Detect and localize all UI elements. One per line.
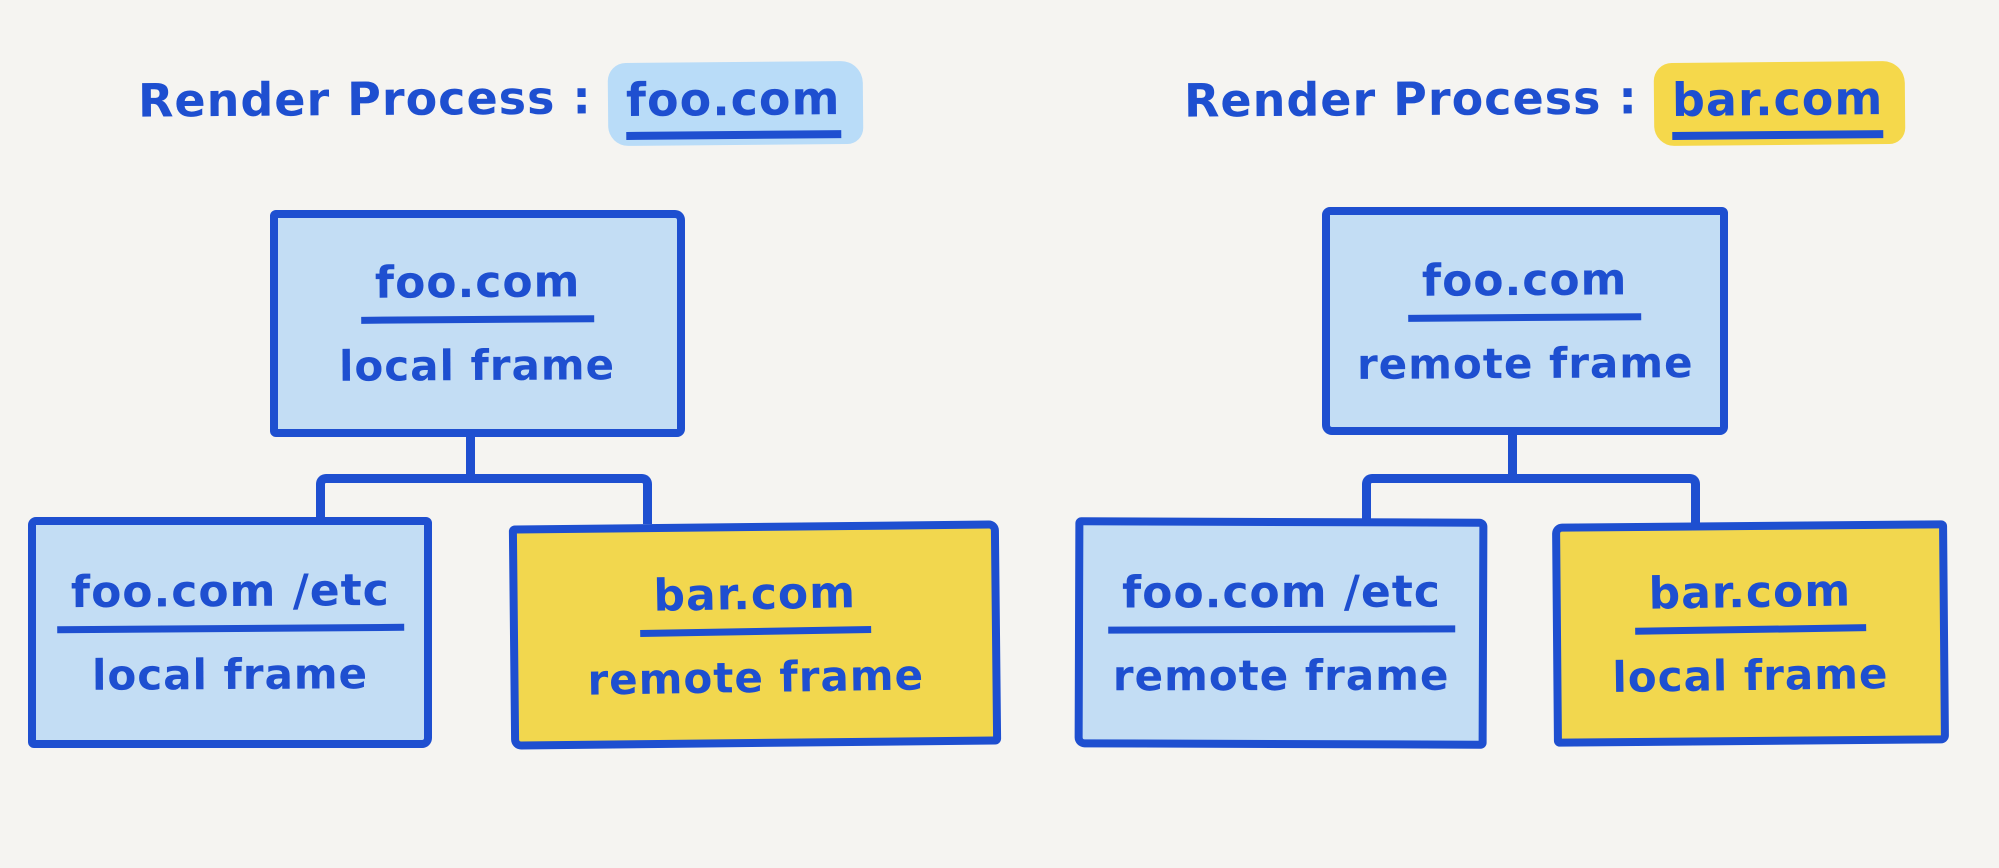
root-frame-node: foo.com local frame xyxy=(270,210,685,437)
process-title-text: Render Process : xyxy=(137,70,592,128)
frame-domain: foo.com xyxy=(360,256,595,324)
tree-connector-stem xyxy=(1508,428,1517,480)
frame-domain: foo.com /etc xyxy=(56,564,404,634)
child-frame-node: foo.com /etc remote frame xyxy=(1074,517,1488,749)
process-domain-text: foo.com xyxy=(625,71,841,140)
frame-type-label: remote frame xyxy=(1112,650,1450,700)
frame-type-label: remote frame xyxy=(586,649,925,705)
frame-type-label: local frame xyxy=(1612,649,1890,702)
tree-connector-bracket xyxy=(1362,474,1700,524)
tree-connector-bracket xyxy=(316,474,652,524)
frame-domain: bar.com xyxy=(1634,565,1866,635)
process-domain-highlight: bar.com xyxy=(1653,60,1906,147)
frame-domain: foo.com xyxy=(1408,253,1642,322)
tree-connector-stem xyxy=(466,430,475,480)
frame-type-label: remote frame xyxy=(1356,337,1694,389)
frame-domain: foo.com /etc xyxy=(1107,565,1455,634)
process-title-text: Render Process : xyxy=(1184,70,1639,128)
process-title: Render Process : foo.com xyxy=(120,60,880,147)
frame-domain: bar.com xyxy=(638,566,871,637)
child-frame-node: bar.com remote frame xyxy=(508,520,1002,750)
process-domain-text: bar.com xyxy=(1671,71,1884,140)
frame-type-label: local frame xyxy=(91,649,369,700)
process-domain-highlight: foo.com xyxy=(607,60,863,147)
frame-type-label: local frame xyxy=(339,340,616,391)
process-title: Render Process : bar.com xyxy=(1165,60,1925,147)
child-frame-node: bar.com local frame xyxy=(1552,520,1949,747)
root-frame-node: foo.com remote frame xyxy=(1322,207,1728,435)
child-frame-node: foo.com /etc local frame xyxy=(28,517,432,748)
